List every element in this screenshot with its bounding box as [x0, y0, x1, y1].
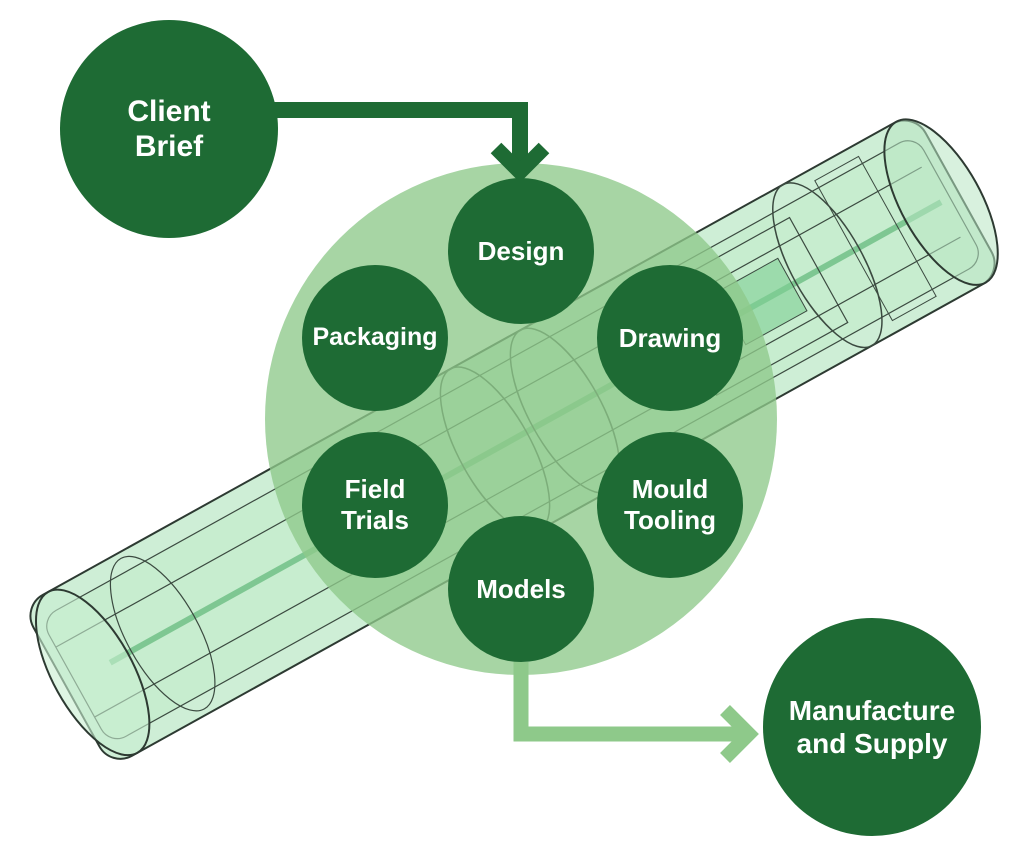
manufacture-and-supply-node: Manufacture and Supply — [763, 618, 981, 836]
drawing-node: Drawing — [597, 265, 743, 411]
field-trials-node: Field Trials — [302, 432, 448, 578]
design-node: Design — [448, 178, 594, 324]
mould-tooling-label: Mould Tooling — [624, 474, 716, 535]
models-to-manufacture-arrow — [513, 662, 759, 763]
drawing-label: Drawing — [618, 322, 722, 353]
models-label: Models — [476, 573, 566, 604]
models-node: Models — [448, 516, 594, 662]
client-brief-label: Client Brief — [127, 94, 211, 163]
client-brief-node: Client Brief — [60, 20, 278, 238]
manufacture-and-supply-label: Manufacture and Supply — [788, 694, 956, 759]
brief-to-design-arrow — [270, 102, 550, 183]
packaging-label: Packaging — [312, 323, 438, 352]
mould-tooling-node: Mould Tooling — [597, 432, 743, 578]
design-label: Design — [477, 235, 565, 266]
packaging-node: Packaging — [302, 265, 448, 411]
field-trials-label: Field Trials — [341, 474, 409, 535]
